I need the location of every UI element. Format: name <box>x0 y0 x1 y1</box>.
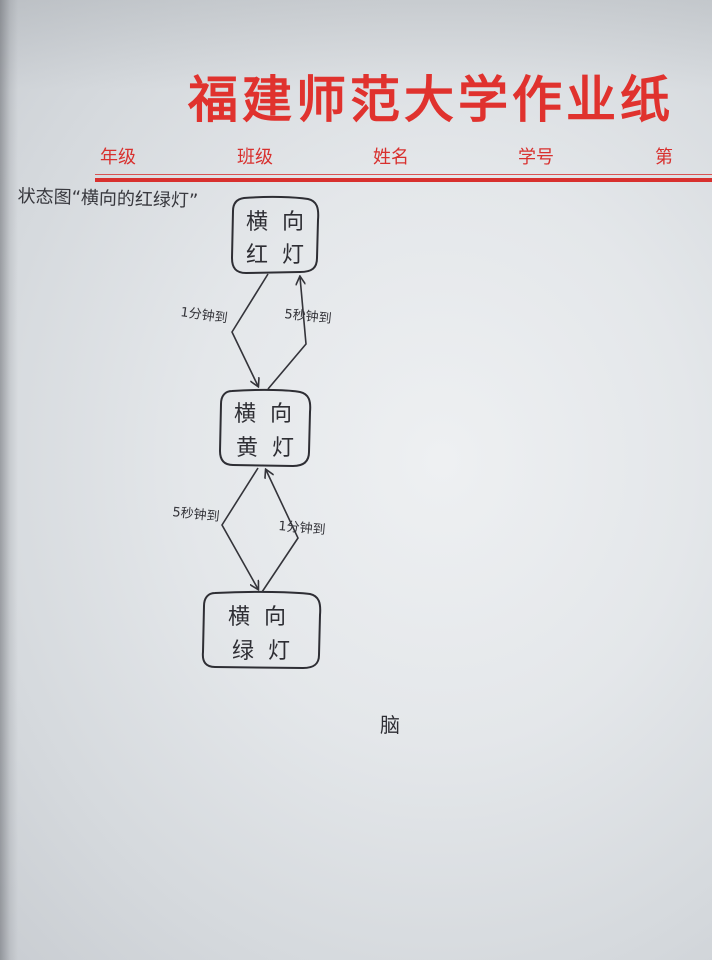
transition-label: 1分钟到 <box>179 304 228 326</box>
state-label-line2: 黄灯 <box>236 436 308 461</box>
handwritten-note: 脑 <box>380 713 400 737</box>
paper-title: 福建师范大学作业纸 <box>188 70 674 129</box>
field-page: 第 <box>655 147 673 168</box>
transition-label: 1分钟到 <box>278 518 326 538</box>
state-box <box>201 590 322 670</box>
state-box <box>230 195 320 275</box>
state-yellow-light: 横向 黄灯 <box>218 388 312 468</box>
state-label-line1: 横向 <box>246 210 318 235</box>
state-green-light: 横向 绿灯 <box>201 590 322 670</box>
state-label-line2: 红灯 <box>246 243 318 268</box>
state-red-light: 横向 红灯 <box>230 195 320 275</box>
state-label-line1: 横向 <box>234 402 306 427</box>
transition-arrow-up <box>267 277 307 390</box>
transition-label: 5秒钟到 <box>172 504 221 525</box>
transition-arrow-down <box>231 273 269 386</box>
header-rule-thick <box>95 178 712 182</box>
field-name: 姓名 <box>373 147 409 168</box>
state-box <box>218 388 312 468</box>
transition-label: 5秒钟到 <box>284 306 333 327</box>
state-label-line1: 横向 <box>228 605 300 630</box>
state-label-line2: 绿灯 <box>232 639 304 664</box>
field-grade: 年级 <box>100 147 136 168</box>
field-student-id: 学号 <box>518 147 554 168</box>
field-class: 班级 <box>237 147 273 168</box>
transition-arrow-up <box>261 470 299 593</box>
transition-arrow-down <box>221 467 258 589</box>
header-rule-thin <box>95 174 712 175</box>
